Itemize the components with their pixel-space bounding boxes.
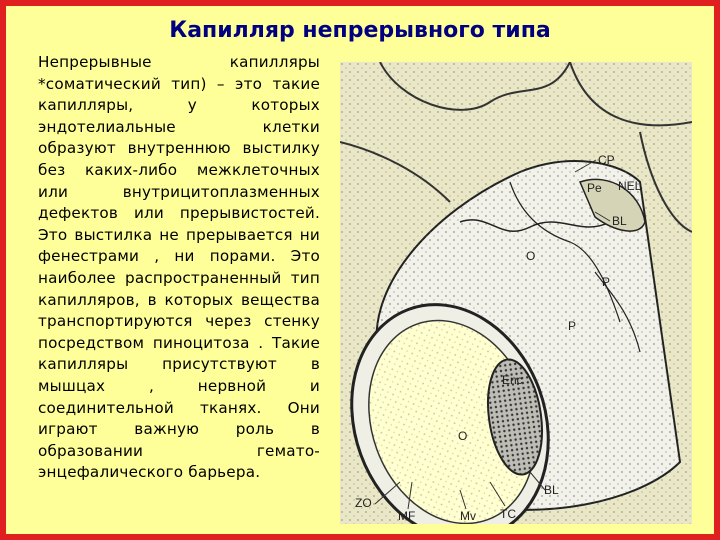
cell-boundary bbox=[379, 62, 571, 111]
label-p-mid: P bbox=[568, 319, 576, 333]
endothelial-nucleus bbox=[487, 358, 543, 476]
pericyte bbox=[578, 178, 646, 232]
label-mv: Mv bbox=[460, 509, 476, 523]
label-enc: Enc bbox=[502, 373, 523, 387]
label-tc: TC bbox=[500, 507, 516, 521]
label-o-bottom: O bbox=[458, 429, 467, 443]
label-cp: CP bbox=[598, 153, 615, 167]
label-bl-top: BL bbox=[612, 214, 627, 228]
slide-title: Капилляр непрерывного типа bbox=[169, 18, 551, 43]
label-o-top: O bbox=[526, 249, 535, 263]
label-mf: MF bbox=[398, 509, 415, 523]
label-zo: ZO bbox=[355, 496, 372, 510]
capillary-illustration: CP Pe NEL BL O P P Enc O ZO MF Mv TC BL bbox=[340, 62, 692, 524]
label-nel: NEL bbox=[618, 179, 642, 193]
label-pe: Pe bbox=[587, 181, 602, 195]
label-p-right: P bbox=[602, 275, 610, 289]
label-bl-bottom: BL bbox=[544, 483, 559, 497]
slide-body-text: Непрерывные капилляры *соматический тип)… bbox=[38, 53, 320, 482]
